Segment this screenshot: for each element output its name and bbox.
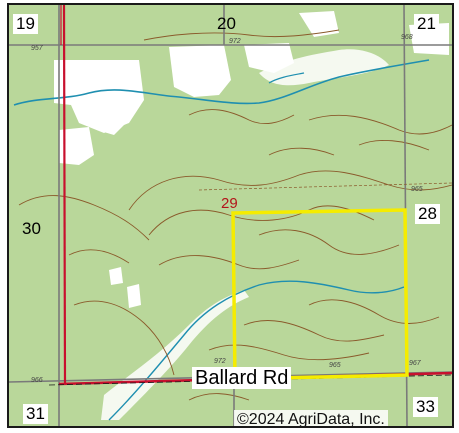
elevation-label: 972 (229, 38, 241, 45)
elevation-label: 965 (411, 186, 423, 193)
clearing-area (109, 267, 123, 285)
parcel-boundary[interactable] (231, 208, 409, 381)
map-canvas (9, 5, 452, 426)
section-label-20: 20 (217, 14, 236, 33)
topographic-map[interactable]: 19 20 21 30 28 29 31 33 957 972 968 965 … (7, 3, 454, 428)
clearing-area (94, 105, 129, 135)
copyright-notice: ©2024 AgriData, Inc. (234, 410, 388, 426)
elevation-label: 972 (214, 358, 226, 365)
section-label-19: 19 (13, 14, 38, 34)
stream (268, 72, 305, 84)
elevation-label: 965 (329, 362, 341, 369)
section-label-29: 29 (221, 195, 238, 212)
elevation-label: 967 (409, 360, 421, 367)
section-label-31: 31 (23, 404, 48, 424)
wetland-area (101, 290, 249, 420)
elevation-label: 968 (401, 34, 413, 41)
contour-lines (18, 29, 452, 401)
stream (108, 280, 405, 421)
road-label: Ballard Rd (192, 367, 292, 389)
section-label-28: 28 (415, 204, 440, 224)
elevation-label: 966 (31, 377, 43, 384)
section-label-30: 30 (22, 219, 41, 238)
clearing-area (127, 284, 141, 308)
elevation-label: 957 (31, 45, 43, 52)
section-label-21: 21 (414, 14, 439, 34)
section-label-33: 33 (413, 397, 438, 417)
clearing-area (59, 127, 94, 165)
clearing-area (299, 11, 339, 37)
stream (13, 59, 430, 106)
wetland-area (259, 49, 389, 86)
clearing-area (169, 45, 231, 97)
dashed-boundary (198, 182, 452, 191)
